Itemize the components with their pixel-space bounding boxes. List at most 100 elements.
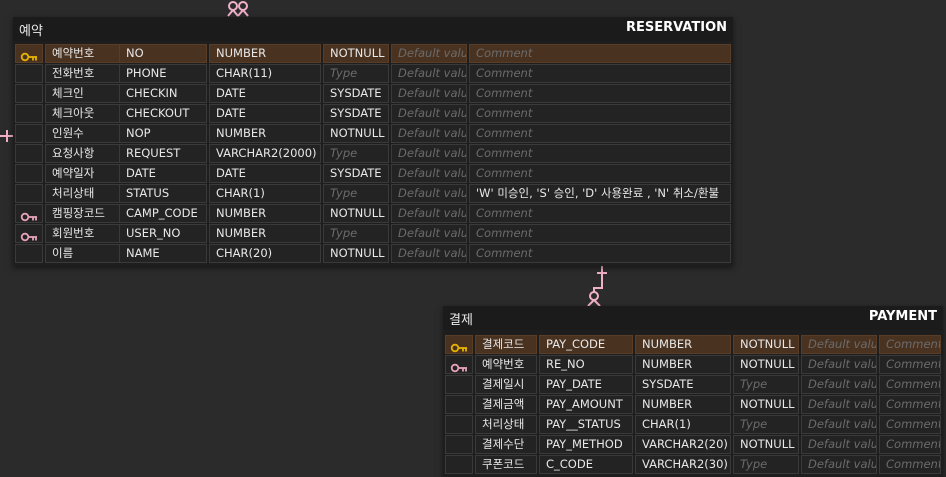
column-data-type[interactable]: DATE bbox=[209, 164, 321, 183]
column-comment[interactable]: Comment bbox=[469, 64, 731, 83]
column-physical-name[interactable]: PAY_CODE bbox=[539, 335, 633, 354]
column-comment[interactable]: Comment bbox=[469, 244, 731, 263]
column-logical-name[interactable]: 체크아웃 bbox=[45, 104, 131, 123]
column-not-null[interactable]: SYSDATE bbox=[323, 104, 389, 123]
column-not-null[interactable]: Type bbox=[733, 415, 799, 434]
column-comment[interactable]: Comment bbox=[879, 375, 941, 394]
column-physical-name[interactable]: PAY__STATUS bbox=[539, 415, 633, 434]
column-comment[interactable]: Comment bbox=[469, 204, 731, 223]
column-physical-name[interactable]: PAY_AMOUNT bbox=[539, 395, 633, 414]
column-default-value[interactable]: Default value bbox=[391, 104, 467, 123]
column-default-value[interactable]: Default value bbox=[801, 335, 877, 354]
column-comment[interactable]: Comment bbox=[469, 164, 731, 183]
column-not-null[interactable]: NOTNULL bbox=[733, 335, 799, 354]
column-not-null[interactable]: NOTNULL bbox=[323, 44, 389, 63]
column-physical-name[interactable]: CHECKOUT bbox=[119, 104, 207, 123]
column-default-value[interactable]: Default value bbox=[391, 244, 467, 263]
column-logical-name[interactable]: 전화번호 bbox=[45, 64, 131, 83]
column-not-null[interactable]: SYSDATE bbox=[323, 84, 389, 103]
column-logical-name[interactable]: 회원번호 bbox=[45, 224, 131, 243]
column-default-value[interactable]: Default value bbox=[391, 204, 467, 223]
column-default-value[interactable]: Default value bbox=[391, 184, 467, 203]
column-data-type[interactable]: CHAR(1) bbox=[209, 184, 321, 203]
column-data-type[interactable]: NUMBER bbox=[209, 124, 321, 143]
column-data-type[interactable]: CHAR(1) bbox=[635, 415, 731, 434]
column-data-type[interactable]: NUMBER bbox=[209, 44, 321, 63]
column-comment[interactable]: Comment bbox=[879, 395, 941, 414]
column-default-value[interactable]: Default value bbox=[801, 455, 877, 474]
column-data-type[interactable]: VARCHAR2(2000) bbox=[209, 144, 321, 163]
column-logical-name[interactable]: 인원수 bbox=[45, 124, 131, 143]
column-physical-name[interactable]: NO bbox=[119, 44, 207, 63]
column-data-type[interactable]: CHAR(20) bbox=[209, 244, 321, 263]
column-comment[interactable]: Comment bbox=[469, 124, 731, 143]
column-logical-name[interactable]: 결제금액 bbox=[475, 395, 537, 414]
column-logical-name[interactable]: 예약번호 bbox=[475, 355, 537, 374]
column-comment[interactable]: Comment bbox=[469, 44, 731, 63]
column-physical-name[interactable]: NOP bbox=[119, 124, 207, 143]
column-not-null[interactable]: NOTNULL bbox=[323, 204, 389, 223]
column-not-null[interactable]: Type bbox=[323, 144, 389, 163]
column-not-null[interactable]: Type bbox=[323, 224, 389, 243]
table-header[interactable]: 결제 PAYMENT bbox=[443, 306, 943, 330]
column-physical-name[interactable]: DATE bbox=[119, 164, 207, 183]
table-header[interactable]: 예약 RESERVATION bbox=[13, 17, 733, 41]
column-comment[interactable]: Comment bbox=[879, 335, 941, 354]
column-data-type[interactable]: NUMBER bbox=[635, 355, 731, 374]
column-data-type[interactable]: NUMBER bbox=[209, 224, 321, 243]
column-default-value[interactable]: Default value bbox=[391, 144, 467, 163]
column-not-null[interactable]: Type bbox=[733, 455, 799, 474]
column-logical-name[interactable]: 결제수단 bbox=[475, 435, 537, 454]
column-default-value[interactable]: Default value bbox=[801, 395, 877, 414]
column-data-type[interactable]: VARCHAR2(30) bbox=[635, 455, 731, 474]
column-comment[interactable]: Comment bbox=[879, 455, 941, 474]
column-data-type[interactable]: DATE bbox=[209, 84, 321, 103]
column-physical-name[interactable]: NAME bbox=[119, 244, 207, 263]
column-default-value[interactable]: Default value bbox=[801, 435, 877, 454]
column-comment[interactable]: Comment bbox=[469, 84, 731, 103]
column-comment[interactable]: Comment bbox=[879, 415, 941, 434]
column-data-type[interactable]: NUMBER bbox=[209, 204, 321, 223]
column-data-type[interactable]: DATE bbox=[209, 104, 321, 123]
column-not-null[interactable]: Type bbox=[733, 375, 799, 394]
column-default-value[interactable]: Default value bbox=[391, 64, 467, 83]
column-logical-name[interactable]: 결제코드 bbox=[475, 335, 537, 354]
column-comment[interactable]: Comment bbox=[879, 355, 941, 374]
column-physical-name[interactable]: REQUEST bbox=[119, 144, 207, 163]
column-not-null[interactable]: Type bbox=[323, 184, 389, 203]
column-default-value[interactable]: Default value bbox=[801, 355, 877, 374]
column-physical-name[interactable]: PAY_DATE bbox=[539, 375, 633, 394]
column-data-type[interactable]: VARCHAR2(20) bbox=[635, 435, 731, 454]
column-not-null[interactable]: NOTNULL bbox=[733, 435, 799, 454]
column-default-value[interactable]: Default value bbox=[391, 84, 467, 103]
column-comment[interactable]: Comment bbox=[879, 435, 941, 454]
column-default-value[interactable]: Default value bbox=[391, 164, 467, 183]
column-default-value[interactable]: Default value bbox=[801, 375, 877, 394]
column-logical-name[interactable]: 요청사항 bbox=[45, 144, 131, 163]
column-logical-name[interactable]: 캠핑장코드 bbox=[45, 204, 131, 223]
column-physical-name[interactable]: USER_NO bbox=[119, 224, 207, 243]
column-comment[interactable]: Comment bbox=[469, 104, 731, 123]
column-comment[interactable]: Comment bbox=[469, 224, 731, 243]
column-physical-name[interactable]: CAMP_CODE bbox=[119, 204, 207, 223]
column-data-type[interactable]: CHAR(11) bbox=[209, 64, 321, 83]
column-data-type[interactable]: NUMBER bbox=[635, 335, 731, 354]
column-logical-name[interactable]: 예약일자 bbox=[45, 164, 131, 183]
column-default-value[interactable]: Default value bbox=[391, 124, 467, 143]
